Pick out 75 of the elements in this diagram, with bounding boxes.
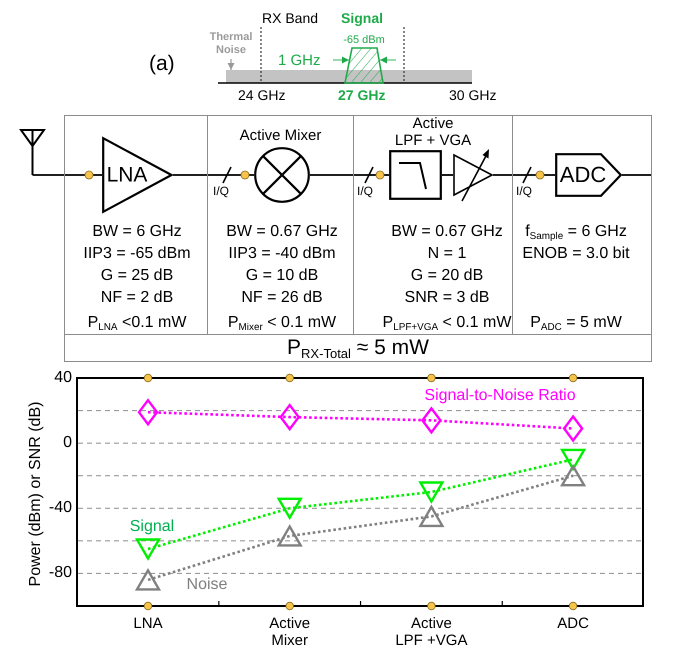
stage-title: Active LPF + VGA bbox=[394, 115, 472, 149]
point bbox=[560, 465, 586, 486]
variable-gain-amplifier-symbol bbox=[453, 148, 493, 202]
antenna-symbol bbox=[20, 129, 45, 175]
leader-arrow bbox=[228, 59, 234, 70]
axis-tick-label: 40 bbox=[54, 370, 72, 386]
parameter-text: ENOB = 3.0 bit bbox=[522, 244, 630, 263]
block-label: LNA bbox=[106, 164, 148, 186]
parameter-text: IIP3 = -40 dBm bbox=[228, 244, 336, 263]
mixer-symbol bbox=[254, 147, 310, 203]
parameter-text: NF = 2 dB bbox=[100, 288, 174, 307]
point bbox=[278, 525, 302, 547]
parameter-text: G = 10 dB bbox=[246, 266, 318, 285]
point bbox=[278, 498, 302, 519]
parameter-text: BW = 6 GHz bbox=[92, 222, 182, 241]
iq-label: I/Q bbox=[357, 185, 374, 199]
total-power-text: P$_{RX-Total}$ ≈ 5 mW bbox=[287, 336, 429, 360]
signal-label: Signal bbox=[341, 10, 384, 26]
axis-tick-label: -80 bbox=[48, 565, 72, 582]
point bbox=[419, 506, 444, 528]
iq-label: I/Q bbox=[516, 185, 532, 199]
axis-tick-label: LNA bbox=[133, 615, 163, 632]
point bbox=[562, 415, 584, 442]
panel-letter: (a) bbox=[149, 52, 175, 76]
axis-tick-label: Active Mixer bbox=[269, 615, 310, 649]
band-label: RX Band bbox=[262, 10, 318, 26]
parameter-text: P$_{Mixer}$ < 0.1 mW bbox=[228, 313, 336, 332]
parameter-text: P$_{LPF+VGA}$ < 0.1 mW bbox=[382, 313, 512, 332]
parameter-text: N = 1 bbox=[428, 244, 466, 263]
parameter-text: BW = 0.67 GHz bbox=[226, 222, 338, 241]
signal-line bbox=[310, 174, 389, 176]
power-label: -65 dBm bbox=[343, 34, 385, 47]
block-label: ADC bbox=[560, 164, 606, 186]
parameter-text: SNR = 3 dB bbox=[404, 288, 490, 307]
point bbox=[136, 569, 160, 591]
parameter-text: BW = 0.67 GHz bbox=[391, 222, 503, 241]
series-label: Signal-to-Noise Ratio bbox=[424, 388, 576, 404]
signal-line bbox=[493, 174, 555, 176]
series-label: Noise bbox=[186, 577, 228, 593]
amplifier-symbol bbox=[102, 137, 173, 213]
point bbox=[280, 404, 300, 430]
signal-line bbox=[32, 174, 102, 176]
converter-symbol bbox=[555, 153, 622, 197]
axis-tick-label: Active LPF +VGA bbox=[395, 615, 468, 649]
stage-panel bbox=[512, 115, 652, 335]
signal-line bbox=[173, 174, 254, 176]
parameter-text: P$_{LNA}$ <0.1 mW bbox=[88, 313, 186, 332]
point bbox=[138, 399, 158, 426]
point bbox=[419, 481, 444, 503]
point bbox=[560, 448, 586, 470]
parameter-text: NF = 26 dB bbox=[241, 288, 323, 307]
axis-tick-label: ADC bbox=[557, 615, 589, 632]
signal-line bbox=[622, 174, 652, 176]
bandwidth-label: 1 GHz bbox=[278, 52, 321, 70]
axis-tick-label: -40 bbox=[48, 500, 72, 516]
point bbox=[421, 407, 442, 434]
signal-line bbox=[442, 174, 453, 176]
filter-symbol bbox=[389, 150, 442, 200]
annotation-label: Thermal Noise bbox=[204, 31, 258, 59]
point bbox=[136, 538, 160, 560]
total-power-panel bbox=[64, 334, 652, 362]
parameter-text: P$_{ADC}$ = 5 mW bbox=[530, 313, 622, 332]
series-label: Signal bbox=[130, 519, 174, 535]
axis-tick-label: 0 bbox=[63, 435, 72, 452]
frequency-label: 24 GHz bbox=[238, 87, 286, 104]
iq-label: I/Q bbox=[213, 185, 230, 199]
parameter-text: IIP3 = -65 dBm bbox=[83, 244, 191, 263]
frequency-label: 27 GHz bbox=[338, 87, 386, 104]
parameter-text: G = 25 dB bbox=[100, 266, 174, 285]
axis-title: Power (dBm) or SNR (dB) bbox=[28, 402, 44, 586]
parameter-text: f$_{Sample}$ = 6 GHz bbox=[525, 222, 627, 241]
parameter-text: G = 20 dB bbox=[410, 266, 484, 285]
frequency-label: 30 GHz bbox=[449, 87, 496, 104]
stage-title: Active Mixer bbox=[240, 127, 322, 144]
stage-panel bbox=[64, 115, 208, 335]
